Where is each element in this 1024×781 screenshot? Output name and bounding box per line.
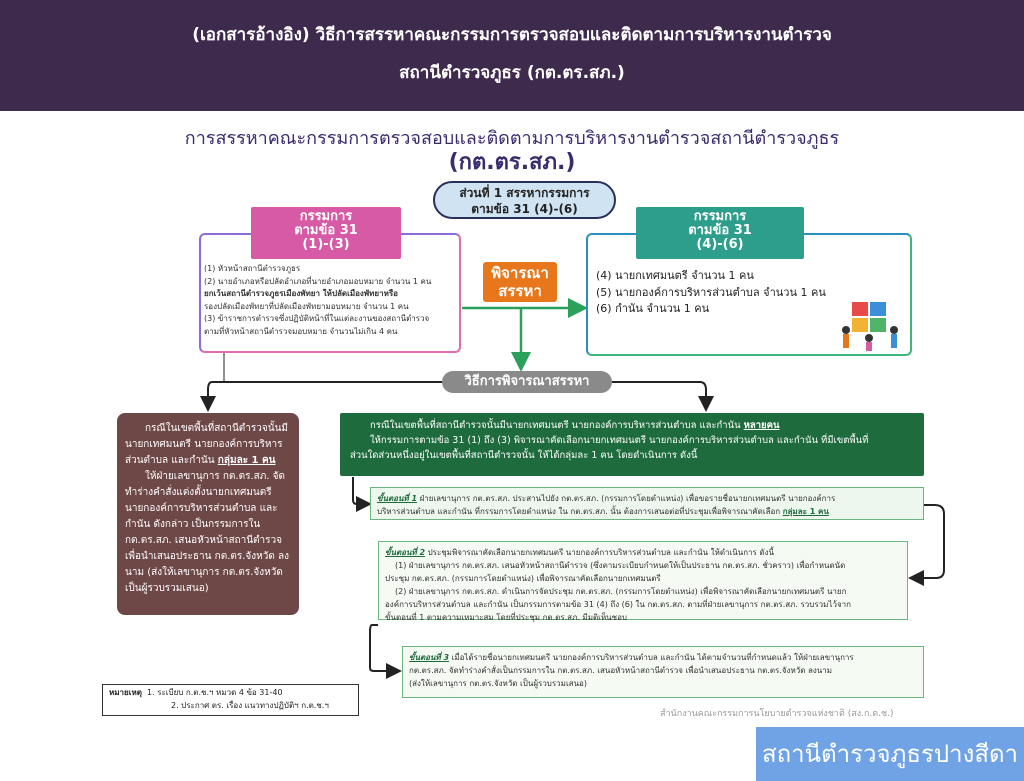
step2-label: ขั้นตอนที่ 2 (385, 548, 426, 557)
green-line-3: ส่วนใดส่วนหนึ่งอยู่ในเขตพื้นที่สถานีตำรว… (350, 450, 698, 461)
step1-line-1: ขั้นตอนที่ 1 ฝ่ายเลขานุการ กต.ตร.สภ. ประ… (377, 492, 917, 505)
multiple-candidates-box: กรณีในเขตพื้นที่สถานีตำรวจนั้นมีนายกเทศม… (340, 413, 924, 476)
left-item: ตามที่หัวหน้าสถานีตำรวจมอบหมาย จำนวนไม่เ… (204, 326, 398, 336)
step-2-box: ขั้นตอนที่ 2 ประชุมพิจารณาคัดเลือกนายกเท… (378, 541, 908, 622)
step3-label: ขั้นตอนที่ 3 (409, 653, 450, 662)
brown-para-2: ให้ฝ่ายเลขานุการ กต.ตร.สภ. จัดทำร่างคำสั… (125, 471, 290, 594)
step1-emph: กลุ่มละ 1 คน (782, 507, 829, 516)
step2-text-6: ขั้นตอนที่ 1 ตามความเหมาะสม โดยที่ประชุม… (385, 613, 627, 622)
header-line-2: สถานีตำรวจภูธร (กต.ตร.สภ.) (399, 63, 625, 83)
step3-text-2: กต.ตร.สภ. จัดทำร่างคำสั่งเป็นกรรมการใน ก… (409, 666, 833, 675)
arrow-to-brown (200, 381, 442, 412)
brown-text-1: กรณีในเขตพื้นที่สถานีตำรวจนั้นมี นายกเทศ… (125, 423, 289, 466)
green-text-1: กรณีในเขตพื้นที่สถานีตำรวจนั้นมีนายกเทศม… (370, 420, 741, 431)
step1-text-1: ฝ่ายเลขานุการ กต.ตร.สภ. ประสานไปยัง กต.ต… (419, 494, 836, 503)
step1-text-2: บริหารส่วนตำบล และกำนัน ที่กรรมการโดยตำแ… (377, 507, 781, 516)
part-line-2: ตามข้อ 31 (4)-(6) (471, 202, 578, 216)
note-label: หมายเหตุ (109, 688, 142, 697)
left-item: รองปลัดเมืองพัทยาที่ปลัดเมืองพัทยามอบหมา… (204, 301, 409, 311)
step2-text-3: ประชุม กต.ตร.สภ. (กรรมการโดยตำแหน่ง) เพื… (385, 574, 661, 583)
arrow-step1-to-step2 (908, 504, 945, 586)
left-tag-line-2: ตามข้อ 31 (294, 223, 358, 238)
note-box: หมายเหตุ 1. ระเบียบ ก.ต.ช.ฯ หมวด 4 ข้อ 3… (102, 684, 359, 716)
step3-text-1: เมื่อได้รายชื่อนายกเทศมนตรี นายกองค์การบ… (451, 653, 854, 662)
step2-text-5: องค์การบริหารส่วนตำบล และกำนัน เป็นกรรมก… (385, 600, 851, 609)
right-item: (6) กำนัน จำนวน 1 คน (596, 302, 710, 315)
left-members-tag: กรรมการ ตามข้อ 31 (1)-(3) (251, 207, 401, 259)
left-item: ยกเว้นสถานีตำรวจภูธรเมืองพัทยา ให้ปลัดเม… (204, 289, 398, 298)
step-1-box: ขั้นตอนที่ 1 ฝ่ายเลขานุการ กต.ตร.สภ. ประ… (370, 487, 924, 520)
brown-para-1: กรณีในเขตพื้นที่สถานีตำรวจนั้นมี นายกเทศ… (125, 421, 291, 469)
arrow-to-green (612, 381, 714, 412)
left-tag-line-1: กรรมการ (299, 209, 353, 224)
step3-text-3: (ส่งให้เลขานุการ กต.ตร.จังหวัด เป็นผู้รว… (409, 679, 587, 688)
left-item: (3) ข้าราชการตำรวจซึ่งปฏิบัติหน้าที่ในแต… (204, 314, 430, 323)
header-line-1: (เอกสารอ้างอิง) วิธีการสรรหาคณะกรรมการตร… (192, 25, 832, 45)
step1-line-2: บริหารส่วนตำบล และกำนัน ที่กรรมการโดยตำแ… (377, 505, 917, 518)
right-members-list: (4) นายกเทศมนตรี จำนวน 1 คน (5) นายกองค์… (596, 268, 826, 318)
single-candidate-box: กรณีในเขตพื้นที่สถานีตำรวจนั้นมี นายกเทศ… (117, 413, 299, 615)
step3-line-1: ขั้นตอนที่ 3 เมื่อได้รายชื่อนายกเทศมนตรี… (409, 651, 917, 664)
right-item: (5) นายกองค์การบริหารส่วนตำบล จำนวน 1 คน (596, 285, 826, 299)
left-tag-line-3: (1)-(3) (302, 237, 350, 252)
left-members-box (199, 233, 461, 353)
method-pill: วิธีการพิจารณาสรรหา (442, 371, 612, 393)
right-tag-line-1: กรรมการ (693, 209, 747, 224)
diagram-title: การสรรหาคณะกรรมการตรวจสอบและติดตามการบริ… (184, 128, 840, 149)
step2-text-2: (1) ฝ่ายเลขานุการ กต.ตร.สภ. เสนอหัวหน้าส… (395, 561, 846, 570)
part-1-badge: ส่วนที่ 1 สรรหากรรมการ ตามข้อ 31 (4)-(6) (433, 181, 616, 219)
note-text-1: 1. ระเบียบ ก.ต.ช.ฯ หมวด 4 ข้อ 31-40 (147, 688, 283, 697)
arrow-step2-to-step3 (369, 624, 402, 679)
part-line-1: ส่วนที่ 1 สรรหากรรมการ (459, 186, 590, 200)
green-line-2: ให้กรรมการตามข้อ 31 (1) ถึง (3) พิจารณาค… (370, 435, 869, 446)
right-members-tag: กรรมการ ตามข้อ 31 (4)-(6) (636, 207, 804, 259)
step-3-box: ขั้นตอนที่ 3 เมื่อได้รายชื่อนายกเทศมนตรี… (402, 646, 924, 698)
right-item: (4) นายกเทศมนตรี จำนวน 1 คน (596, 269, 754, 282)
green-emph: หลายคน (743, 420, 780, 431)
consider-recruit-label: พิจารณา สรรหา (483, 262, 557, 302)
step2-text-1: ประชุมพิจารณาคัดเลือกนายกเทศมนตรี นายกอง… (427, 548, 774, 557)
station-name-banner: สถานีตำรวจภูธรปางสีดา (756, 727, 1024, 781)
left-members-list: (1) หัวหน้าสถานีตำรวจภูธร (2) นายอำเภอหร… (204, 263, 458, 338)
right-tag-line-3: (4)-(6) (696, 237, 744, 252)
step2-text-4: (2) ฝ่ายเลขานุการ กต.ตร.สภ. ดำเนินการจัด… (395, 587, 847, 596)
left-item: (2) นายอำเภอหรือปลัดอำเภอที่นายอำเภอมอบห… (204, 276, 432, 286)
green-line-1: กรณีในเขตพื้นที่สถานีตำรวจนั้นมีนายกเทศม… (350, 418, 914, 433)
consider-line-1: พิจารณา (491, 264, 549, 282)
step2-line-1: ขั้นตอนที่ 2 ประชุมพิจารณาคัดเลือกนายกเท… (385, 546, 901, 559)
right-tag-line-2: ตามข้อ 31 (688, 223, 752, 238)
header-banner: (เอกสารอ้างอิง) วิธีการสรรหาคณะกรรมการตร… (0, 0, 1024, 111)
agency-credit: สำนักงานคณะกรรมการนโยบายตำรวจแห่งชาติ (ส… (660, 709, 894, 719)
consider-line-2: สรรหา (498, 282, 542, 300)
note-line-1: หมายเหตุ 1. ระเบียบ ก.ต.ช.ฯ หมวด 4 ข้อ 3… (109, 686, 352, 699)
left-item: (1) หัวหน้าสถานีตำรวจภูธร (204, 264, 301, 273)
diagram-title-abbr: (กต.ตร.สภ.) (448, 150, 576, 175)
note-text-2: 2. ประกาศ ตร. เรื่อง แนวทางปฏิบัติฯ ก.ต.… (171, 701, 329, 710)
puzzle-team-icon (842, 302, 898, 351)
step1-label: ขั้นตอนที่ 1 (377, 494, 418, 503)
arrow-green-to-step1 (352, 477, 372, 512)
brown-emph: กลุ่มละ 1 คน (217, 455, 276, 466)
